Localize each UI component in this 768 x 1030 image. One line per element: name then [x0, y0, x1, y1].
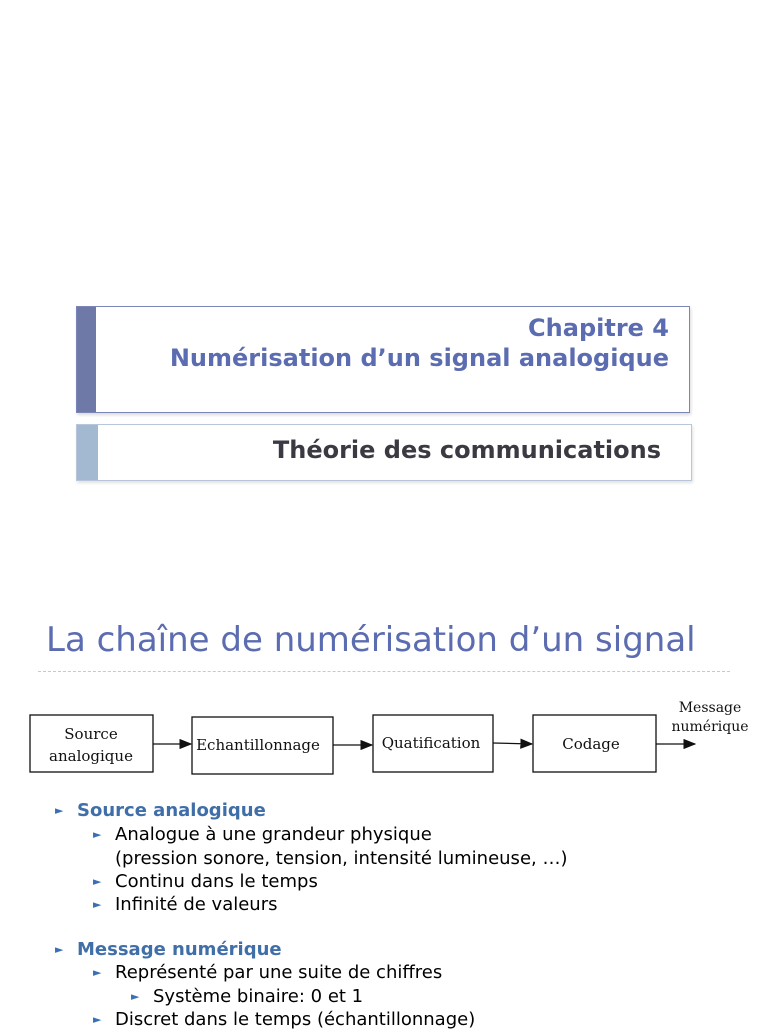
bullet-triangle-icon: ► [93, 898, 102, 911]
title-slide: Chapitre 4 Numérisation d’un signal anal… [76, 306, 692, 481]
bullet-triangle-icon: ► [131, 990, 140, 1003]
arrow-3 [492, 738, 534, 749]
bullet-message: ► Message numérique [55, 939, 282, 960]
course-title: Théorie des communications [272, 436, 661, 464]
bullet-item: ► Analogue à une grandeur physique [93, 824, 432, 845]
bullet-text: Continu dans le temps [115, 871, 318, 892]
digitization-chain-diagram: Source analogique Echantillonnage Quatif… [29, 700, 749, 775]
title-divider [38, 671, 730, 672]
bullet-text: Infinité de valeurs [115, 894, 278, 915]
block-source-line2: analogique [49, 747, 133, 765]
bullet-item: ► Représenté par une suite de chiffres [93, 962, 442, 983]
chapter-number: Chapitre 4 [528, 314, 669, 342]
bullet-heading: Message numérique [77, 939, 282, 960]
accent-bar [77, 307, 96, 412]
bullet-triangle-icon: ► [93, 966, 102, 979]
chapter-heading: Chapitre 4 Numérisation d’un signal anal… [170, 313, 669, 373]
bullet-item: ► Infinité de valeurs [93, 894, 277, 915]
output-label-line1: Message [679, 700, 742, 716]
bullet-triangle-icon: ► [93, 875, 102, 888]
accent-bar-light [77, 425, 98, 480]
bullet-source: ► Source analogique [55, 800, 266, 821]
block-source-line1: Source [64, 725, 118, 743]
bullet-heading: Source analogique [77, 800, 266, 821]
bullet-triangle-icon: ► [55, 943, 64, 956]
course-title-box: Théorie des communications [76, 424, 692, 481]
block-coding: Codage [532, 714, 657, 773]
bullet-triangle-icon: ► [93, 1013, 102, 1026]
bullet-continuation: (pression sonore, tension, intensité lum… [115, 848, 568, 869]
block-sampling: Echantillonnage [191, 716, 334, 775]
output-label-line2: numérique [671, 719, 748, 735]
bullet-item: ► Discret dans le temps (échantillonnage… [93, 1009, 475, 1030]
chapter-title-box: Chapitre 4 Numérisation d’un signal anal… [76, 306, 690, 413]
bullet-text: Représenté par une suite de chiffres [115, 962, 443, 983]
block-source: Source analogique [29, 714, 154, 773]
block-quantification-label: Quatification [382, 734, 481, 752]
bullet-text: Système binaire: 0 et 1 [153, 986, 364, 1007]
bullet-triangle-icon: ► [93, 828, 102, 841]
block-quantification: Quatification [372, 714, 494, 773]
bullet-triangle-icon: ► [55, 804, 64, 817]
block-coding-label: Codage [562, 735, 620, 753]
bullet-subitem: ► Système binaire: 0 et 1 [131, 986, 363, 1007]
bullet-text: Discret dans le temps (échantillonnage) [115, 1009, 476, 1030]
slide-title: La chaîne de numérisation d’un signal [46, 620, 696, 660]
bullet-text: Analogue à une grandeur physique [115, 824, 432, 845]
chapter-title: Numérisation d’un signal analogique [169, 344, 669, 372]
block-sampling-label: Echantillonnage [196, 736, 320, 754]
bullet-item: ► Continu dans le temps [93, 871, 318, 892]
